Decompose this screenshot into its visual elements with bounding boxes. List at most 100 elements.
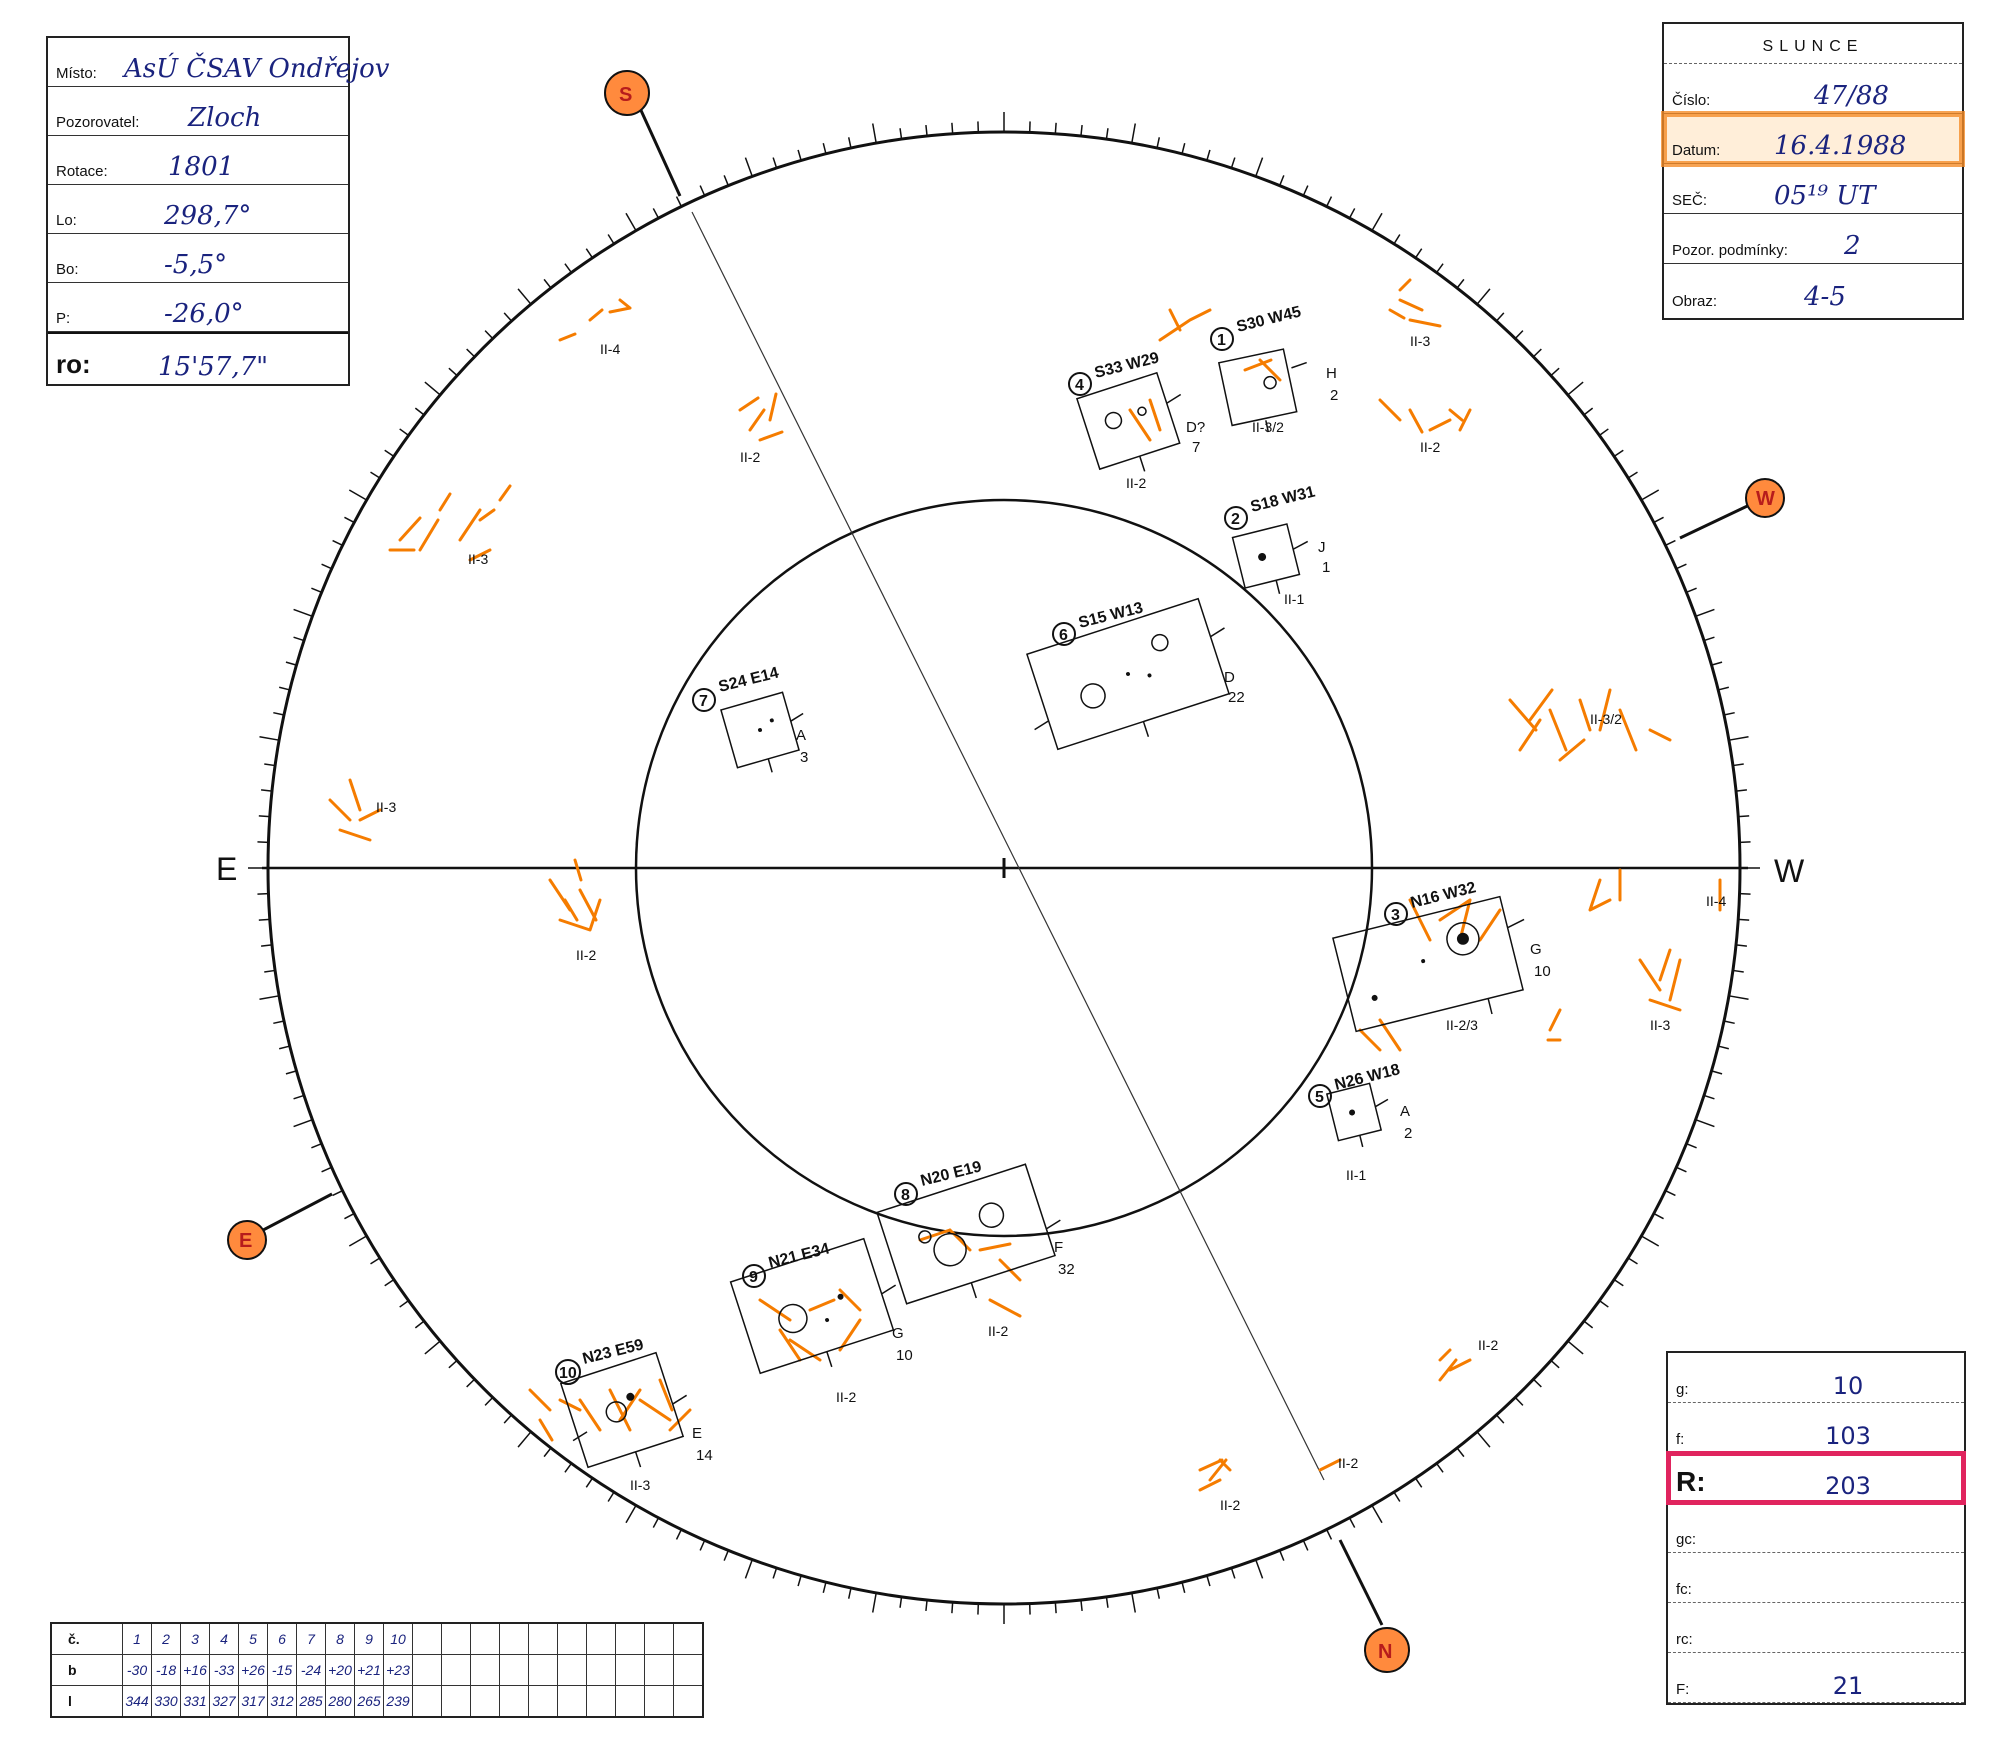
limb-tick <box>1598 1300 1609 1308</box>
limb-tick <box>1325 1529 1333 1540</box>
sunspot-group-3[interactable] <box>1332 892 1544 1047</box>
cell <box>499 1685 529 1718</box>
svg-text:6: 6 <box>1059 627 1068 644</box>
limb-tick <box>1735 789 1747 792</box>
sunspot-group-1[interactable] <box>1217 345 1319 439</box>
limb-tick <box>1665 1189 1676 1197</box>
limb-tick <box>1613 1278 1624 1287</box>
limb-tick <box>1156 137 1161 149</box>
conditions-value: 2 <box>1844 231 1861 261</box>
limb-tick <box>293 636 305 642</box>
facula-labels: II-4 II-2 II-3 II-3 II-2 II-3 II-2 II-3/… <box>376 333 1726 1513</box>
cell <box>412 1654 442 1686</box>
sunspot-group-7[interactable] <box>720 688 816 781</box>
limb-tick <box>625 1505 637 1524</box>
observer-row: Pozorovatel: Zloch <box>48 87 348 136</box>
limb-tick <box>1514 330 1524 340</box>
cell: +26 <box>238 1654 268 1686</box>
sunspot-group-4[interactable] <box>1075 368 1200 484</box>
limb-tick <box>1456 1447 1465 1458</box>
limb-tick <box>1436 263 1444 274</box>
g-value: 10 <box>1832 1372 1864 1400</box>
limb-tick <box>1738 918 1750 921</box>
group-5-label: 5 N26 W18 A 2 II-1 <box>1308 1061 1412 1183</box>
limb-tick <box>503 1414 513 1424</box>
svg-text:D?: D? <box>1186 419 1205 436</box>
cell: 2 <box>151 1622 181 1655</box>
cell: 317 <box>238 1685 268 1718</box>
cell <box>557 1654 587 1686</box>
limb-tick <box>1230 1567 1236 1579</box>
limb-tick <box>585 1477 594 1488</box>
limb-tick <box>258 815 270 818</box>
limb-tick <box>311 1143 322 1149</box>
limb-tick <box>1641 1235 1660 1247</box>
conditions-row: Pozor. podmínky: 2 <box>1664 214 1962 264</box>
limb-tick <box>1711 1070 1723 1075</box>
limb-tick <box>1495 312 1505 322</box>
limb-tick <box>1695 1119 1715 1128</box>
cell: 265 <box>354 1685 384 1718</box>
limb-tick <box>1728 735 1749 741</box>
gc-row: gc: <box>1668 1503 1964 1553</box>
limb-tick <box>1723 1020 1735 1025</box>
limb-tick <box>258 918 270 921</box>
cell: 285 <box>296 1685 326 1718</box>
limb-tick <box>259 995 280 1001</box>
sunspot-group-10[interactable] <box>555 1348 703 1485</box>
sunspot-group-9[interactable] <box>729 1234 914 1389</box>
sunspot-group-8[interactable] <box>876 1159 1075 1319</box>
limb-tick <box>899 1596 903 1608</box>
svg-text:II-3/2: II-3/2 <box>1590 711 1622 727</box>
limb-tick <box>675 196 683 207</box>
limb-tick <box>847 1587 852 1599</box>
observer-value: Zloch <box>188 103 262 133</box>
cell: 312 <box>267 1685 297 1718</box>
bo-label: Bo: <box>56 261 79 278</box>
sunspot-group-5[interactable] <box>1325 1080 1398 1152</box>
limb-tick <box>1156 1587 1161 1599</box>
svg-text:2: 2 <box>1330 387 1338 404</box>
limb-tick <box>1181 143 1186 155</box>
limb-tick <box>1676 1166 1687 1173</box>
limb-tick <box>652 1517 660 1528</box>
svg-text:1: 1 <box>1217 332 1226 349</box>
limb-tick <box>484 1396 494 1406</box>
limb-tick <box>1230 157 1236 169</box>
limb-tick <box>1371 212 1383 231</box>
date-row: Datum: 16.4.1988 <box>1661 111 1965 167</box>
limb-tick <box>384 449 395 458</box>
ro-label: ro: <box>56 349 91 379</box>
cell <box>528 1622 558 1655</box>
svg-text:A: A <box>1400 1103 1410 1120</box>
r-row: R: 203 <box>1666 1451 1966 1505</box>
svg-text:J: J <box>1318 539 1326 556</box>
cell <box>615 1654 645 1686</box>
cell <box>412 1685 442 1718</box>
limb-tick <box>1735 944 1747 947</box>
limb-tick <box>1302 185 1309 196</box>
sunspot-group-2[interactable] <box>1231 520 1319 601</box>
cell: 5 <box>238 1622 268 1655</box>
limb-tick <box>1131 123 1137 144</box>
svg-text:N: N <box>1378 1641 1392 1663</box>
limb-tick <box>1131 1592 1137 1613</box>
limb-tick <box>1206 1575 1211 1587</box>
cell: -24 <box>296 1654 326 1686</box>
svg-text:3: 3 <box>800 749 808 766</box>
cell <box>557 1685 587 1718</box>
svg-text:S30 W45: S30 W45 <box>1235 303 1303 335</box>
svg-text:4: 4 <box>1075 377 1084 394</box>
cell <box>441 1685 471 1718</box>
limb-tick <box>344 1212 355 1220</box>
faculae-drawings <box>328 278 1722 1492</box>
image-row: Obraz: 4-5 <box>1664 264 1962 314</box>
limb-tick <box>1653 1212 1664 1220</box>
cell: +23 <box>383 1654 413 1686</box>
f-label: f: <box>1676 1431 1685 1448</box>
limb-tick <box>1476 288 1491 305</box>
limb-tick <box>1325 196 1333 207</box>
sunspot-group-6[interactable] <box>1012 594 1249 770</box>
svg-text:W: W <box>1756 488 1775 510</box>
